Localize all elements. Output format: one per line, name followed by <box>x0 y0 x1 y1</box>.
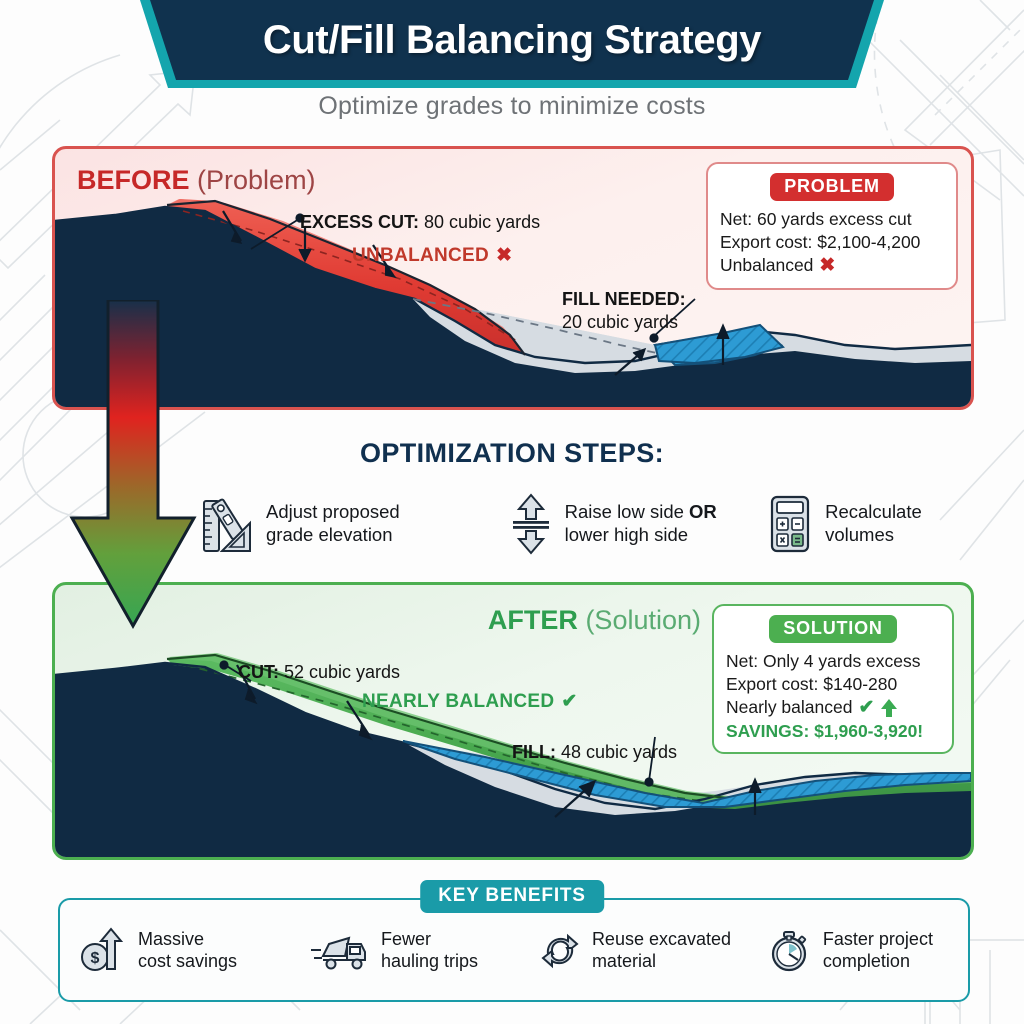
benefit-0-text: Massive cost savings <box>138 928 237 973</box>
after-heading-sub: (Solution) <box>585 605 701 635</box>
up-arrow-icon <box>881 698 898 717</box>
stopwatch-icon <box>771 931 807 972</box>
cut-label: CUT: <box>238 662 279 682</box>
callout-fill-needed: FILL NEEDED: 20 cubic yards <box>562 288 686 333</box>
problem-balance-row: Unbalanced ✖ <box>720 254 944 279</box>
before-cross-section <box>55 199 971 407</box>
step-1-line1-a: Raise low side <box>564 501 690 523</box>
optimization-step-2-text: Recalculate volumes <box>825 501 922 547</box>
optimization-step-1: Raise low side OR lower high side <box>509 493 767 555</box>
step-1-line1: Raise low side OR <box>565 501 717 524</box>
problem-net: Net: 60 yards excess cut <box>720 209 912 229</box>
problem-balance-text: Unbalanced <box>720 255 814 276</box>
fill-label: FILL: <box>512 742 556 762</box>
check-icon: ✔ <box>858 696 875 718</box>
benefit-3-line1: Faster project <box>822 928 933 949</box>
after-cross-section <box>55 653 971 857</box>
after-heading-bold: AFTER <box>487 605 578 635</box>
banner-shape <box>140 0 884 88</box>
step-0-line1: Adjust proposed <box>266 501 400 523</box>
fill-needed-value: 20 cubic yards <box>562 311 679 332</box>
recycle-icon <box>541 933 579 969</box>
calculator-icon <box>771 495 810 553</box>
solution-info-box: SOLUTION Net: Only 4 yards excess Export… <box>712 604 954 755</box>
solution-net: Net: Only 4 yards excess <box>726 651 921 671</box>
before-heading-sub: (Problem) <box>197 165 316 195</box>
problem-export-cost: Export cost: $2,100-4,200 <box>720 231 921 252</box>
benefit-2-text: Reuse excavated material <box>592 928 731 973</box>
benefit-2: Reuse excavated material <box>538 928 767 973</box>
optimization-step-0-text: Adjust proposed grade elevation <box>266 501 400 547</box>
benefit-3-line2: completion <box>822 951 910 971</box>
cross-icon: ✖ <box>819 254 836 276</box>
optimization-step-0: Adjust proposed grade elevation <box>200 493 509 555</box>
excess-cut-value: 80 cubic yards <box>419 212 541 232</box>
check-icon: ✔ <box>561 691 578 712</box>
solution-export-cost: Export cost: $140-280 <box>726 673 898 694</box>
step-1-or: OR <box>689 501 717 523</box>
status-nearly-balanced: NEARLY BALANCED ✔ <box>362 690 578 713</box>
benefit-0-line2: cost savings <box>138 951 238 971</box>
optimization-step-2: Recalculate volumes <box>767 493 960 555</box>
benefit-3-text: Faster project completion <box>823 928 933 973</box>
key-benefits-bar: $ Massive cost savings <box>58 898 970 1002</box>
nearly-balanced-text: NEARLY BALANCED <box>362 690 555 712</box>
dump-truck-icon <box>310 936 366 970</box>
callout-dot-cut <box>219 660 229 670</box>
solution-balance-text: Nearly balanced <box>726 697 853 718</box>
solution-badge: SOLUTION <box>769 615 897 643</box>
title-banner: Cut/Fill Balancing Strategy <box>140 0 884 88</box>
step-2-line2: volumes <box>825 524 894 545</box>
benefit-3: Faster project completion <box>767 926 968 974</box>
benefit-0-line1: Massive <box>138 928 205 949</box>
callout-fill: FILL: 48 cubic yards <box>512 742 677 763</box>
step-1-line2: lower high side <box>564 524 689 545</box>
benefit-1-line2: hauling trips <box>380 951 479 971</box>
benefit-0: $ Massive cost savings <box>60 925 309 975</box>
status-unbalanced: UNBALANCED ✖ <box>352 244 512 267</box>
callout-excess-cut: EXCESS CUT: 80 cubic yards <box>300 212 540 233</box>
problem-info-box: PROBLEM Net: 60 yards excess cut Export … <box>706 162 958 291</box>
optimization-title: OPTIMIZATION STEPS: <box>359 438 665 468</box>
callout-dot-fill <box>644 777 654 787</box>
benefit-1-text: Fewer hauling trips <box>381 928 478 973</box>
solution-savings: SAVINGS: $1,960-3,920! <box>726 721 924 742</box>
benefit-2-line2: material <box>591 951 656 971</box>
unbalanced-text: UNBALANCED <box>352 244 490 266</box>
solution-balance-row: Nearly balanced ✔ <box>726 696 940 721</box>
problem-badge: PROBLEM <box>770 173 894 201</box>
key-benefits-tab: KEY BENEFITS <box>420 880 604 913</box>
up-down-arrows-icon <box>512 493 549 555</box>
after-heading: AFTER (Solution) <box>488 605 701 636</box>
excess-cut-label: EXCESS CUT: <box>300 212 420 232</box>
callout-dot-fill-needed <box>649 333 659 343</box>
transition-arrow <box>69 300 197 630</box>
cut-value: 52 cubic yards <box>279 662 401 682</box>
benefit-1-line1: Fewer <box>380 928 431 949</box>
before-heading-bold: BEFORE <box>77 165 190 195</box>
dollar-arrow-icon: $ <box>81 927 124 971</box>
fill-needed-label: FILL NEEDED: <box>562 289 686 309</box>
before-heading: BEFORE (Problem) <box>77 165 316 196</box>
cross-icon: ✖ <box>496 245 513 266</box>
benefit-1: Fewer hauling trips <box>309 928 538 973</box>
benefit-2-line1: Reuse excavated <box>591 928 732 949</box>
page-title: Cut/Fill Balancing Strategy <box>262 17 762 62</box>
svg-text:$: $ <box>91 950 100 967</box>
step-2-line1: Recalculate <box>825 501 922 523</box>
step-0-line2: grade elevation <box>266 524 393 545</box>
fill-value: 48 cubic yards <box>555 742 678 762</box>
callout-dot-excess-cut <box>295 213 305 223</box>
optimization-steps-row: Adjust proposed grade elevation Raise lo… <box>200 484 960 564</box>
ruler-triangle-icon <box>203 498 251 552</box>
optimization-step-1-text: Raise low side OR lower high side <box>565 501 717 547</box>
callout-cut: CUT: 52 cubic yards <box>238 662 400 683</box>
page-subtitle: Optimize grades to minimize costs <box>318 92 706 120</box>
